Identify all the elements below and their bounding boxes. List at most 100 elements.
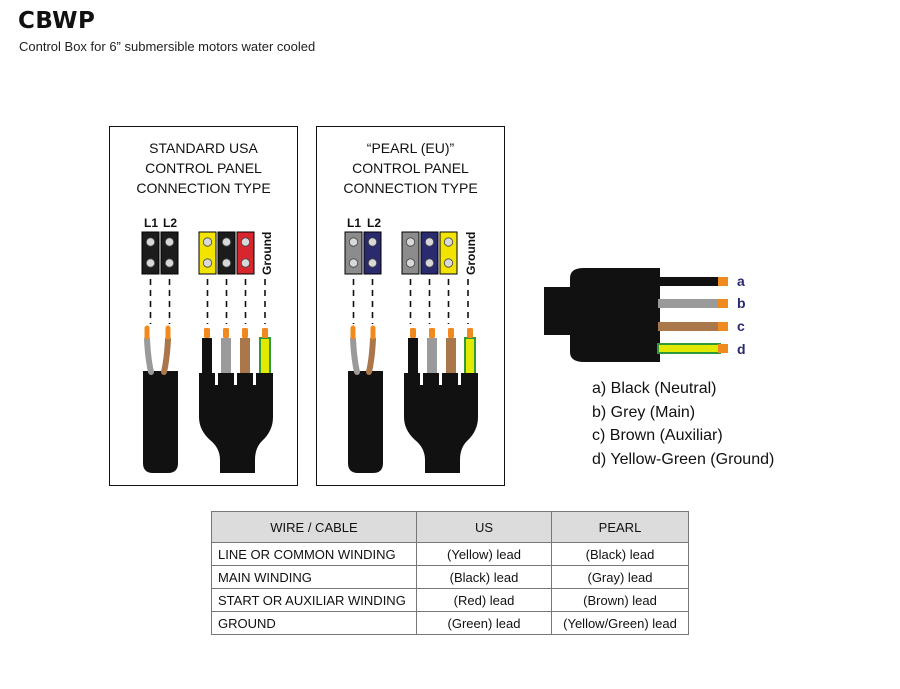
wire-grey: [144, 336, 154, 375]
plug-body: [199, 373, 273, 473]
wire-letter-c: c: [737, 318, 745, 334]
table-row: LINE OR COMMON WINDING (Yellow) lead (Bl…: [211, 542, 689, 566]
wire-brown: [240, 338, 250, 375]
terminal-motor-2: [420, 231, 439, 275]
panel-title-line: STANDARD USA: [149, 140, 258, 156]
screw-icon: [424, 258, 435, 268]
four-wire-plug: [199, 328, 273, 473]
cable-jacket: [143, 371, 178, 473]
table-row: MAIN WINDING (Black) lead (Gray) lead: [211, 565, 689, 589]
wire-letter-d: d: [737, 341, 746, 357]
copper-tip: [429, 328, 435, 338]
copper-tip: [204, 328, 210, 338]
dashed-leads: [149, 279, 266, 324]
terminal-l1: [344, 231, 363, 275]
panel-title-line: CONTROL PANEL: [352, 160, 469, 176]
panel-title-line: CONTROL PANEL: [145, 160, 262, 176]
page-title: CBWP: [18, 8, 96, 34]
wire-yellow-green: [464, 337, 476, 376]
column-header: PEARL: [551, 511, 689, 543]
screw-icon: [348, 258, 359, 268]
screw-icon: [424, 237, 435, 247]
wiring-diagram-pearl: L1 L2 Ground: [344, 216, 478, 473]
wire-grey: [221, 338, 231, 375]
table-cell: (Yellow/Green) lead: [551, 611, 689, 635]
panel-title-line: CONNECTION TYPE: [343, 180, 478, 196]
copper-tip: [223, 328, 229, 338]
ground-label: Ground: [464, 232, 478, 275]
panel-title: “PEARL (EU)” CONTROL PANEL CONNECTION TY…: [317, 138, 504, 198]
table-cell: (Gray) lead: [551, 565, 689, 589]
table-cell: LINE OR COMMON WINDING: [211, 542, 417, 566]
wire-black: [202, 338, 212, 375]
terminal-motor-1: [198, 231, 217, 275]
panel-title-line: CONNECTION TYPE: [136, 180, 271, 196]
table-row: GROUND (Green) lead (Yellow/Green) lead: [211, 611, 689, 635]
terminal-motor-3: [236, 231, 255, 275]
terminal-label-l1: L1: [347, 216, 361, 230]
wire-brown: [446, 338, 456, 375]
terminal-label-l2: L2: [163, 216, 177, 230]
copper-tip: [448, 328, 454, 338]
screw-icon: [240, 258, 251, 268]
page-subtitle: Control Box for 6” submersible motors wa…: [19, 39, 316, 54]
plug-body: [570, 268, 660, 362]
terminal-motor-1: [401, 231, 420, 275]
wire-grey: [427, 338, 437, 375]
wire-yellow-green: [259, 337, 271, 376]
panel-title: STANDARD USA CONTROL PANEL CONNECTION TY…: [110, 138, 297, 198]
legend-item: b) Grey (Main): [592, 403, 696, 421]
screw-icon: [164, 258, 175, 268]
copper-tip: [718, 344, 728, 353]
copper-tip: [718, 277, 728, 286]
column-header: US: [416, 511, 552, 543]
screw-icon: [367, 258, 378, 268]
terminal-l1: [141, 231, 160, 275]
terminal-motor-2: [217, 231, 236, 275]
copper-tip: [467, 328, 473, 338]
table-cell: (Red) lead: [416, 588, 552, 612]
table-cell: MAIN WINDING: [211, 565, 417, 589]
copper-tip: [718, 299, 728, 308]
terminal-label-l2: L2: [367, 216, 381, 230]
screw-icon: [202, 237, 213, 247]
column-header: WIRE / CABLE: [211, 511, 417, 543]
plug-cable-stub: [544, 287, 574, 335]
wiring-diagram-usa: L1 L2 Ground: [141, 216, 274, 473]
table-cell: START OR AUXILIAR WINDING: [211, 588, 417, 612]
wire-brown: [161, 336, 171, 375]
wire-letter-b: b: [737, 295, 746, 311]
screw-icon: [221, 258, 232, 268]
terminal-l2: [363, 231, 382, 275]
screw-icon: [367, 237, 378, 247]
plug-wire-identification: a b c d: [544, 268, 746, 362]
terminal-label-l1: L1: [144, 216, 158, 230]
table-cell: (Black) lead: [551, 542, 689, 566]
four-wire-plug: [404, 328, 478, 473]
screw-icon: [405, 237, 416, 247]
table-cell: (Green) lead: [416, 611, 552, 635]
table-cell: (Brown) lead: [551, 588, 689, 612]
screw-icon: [443, 237, 454, 247]
two-wire-cable: [348, 325, 383, 473]
ground-label: Ground: [260, 232, 274, 275]
wire-legend: a) Black (Neutral) b) Grey (Main) c) Bro…: [592, 377, 774, 471]
wire-grey: [350, 336, 360, 375]
screw-icon: [202, 258, 213, 268]
table-cell: (Yellow) lead: [416, 542, 552, 566]
plug-body: [404, 373, 478, 473]
copper-tip: [262, 328, 268, 338]
wire-black: [408, 338, 418, 375]
wire-b: [658, 299, 720, 308]
panel-title-line: “PEARL (EU)”: [366, 140, 455, 156]
screw-icon: [145, 237, 156, 247]
legend-item: a) Black (Neutral): [592, 380, 717, 397]
wire-brown: [366, 336, 376, 375]
wire-c: [658, 322, 720, 331]
cable-jacket: [348, 371, 383, 473]
screw-icon: [240, 237, 251, 247]
screw-icon: [405, 258, 416, 268]
copper-tip: [410, 328, 416, 338]
terminal-motor-3: [439, 231, 458, 275]
screw-icon: [145, 258, 156, 268]
